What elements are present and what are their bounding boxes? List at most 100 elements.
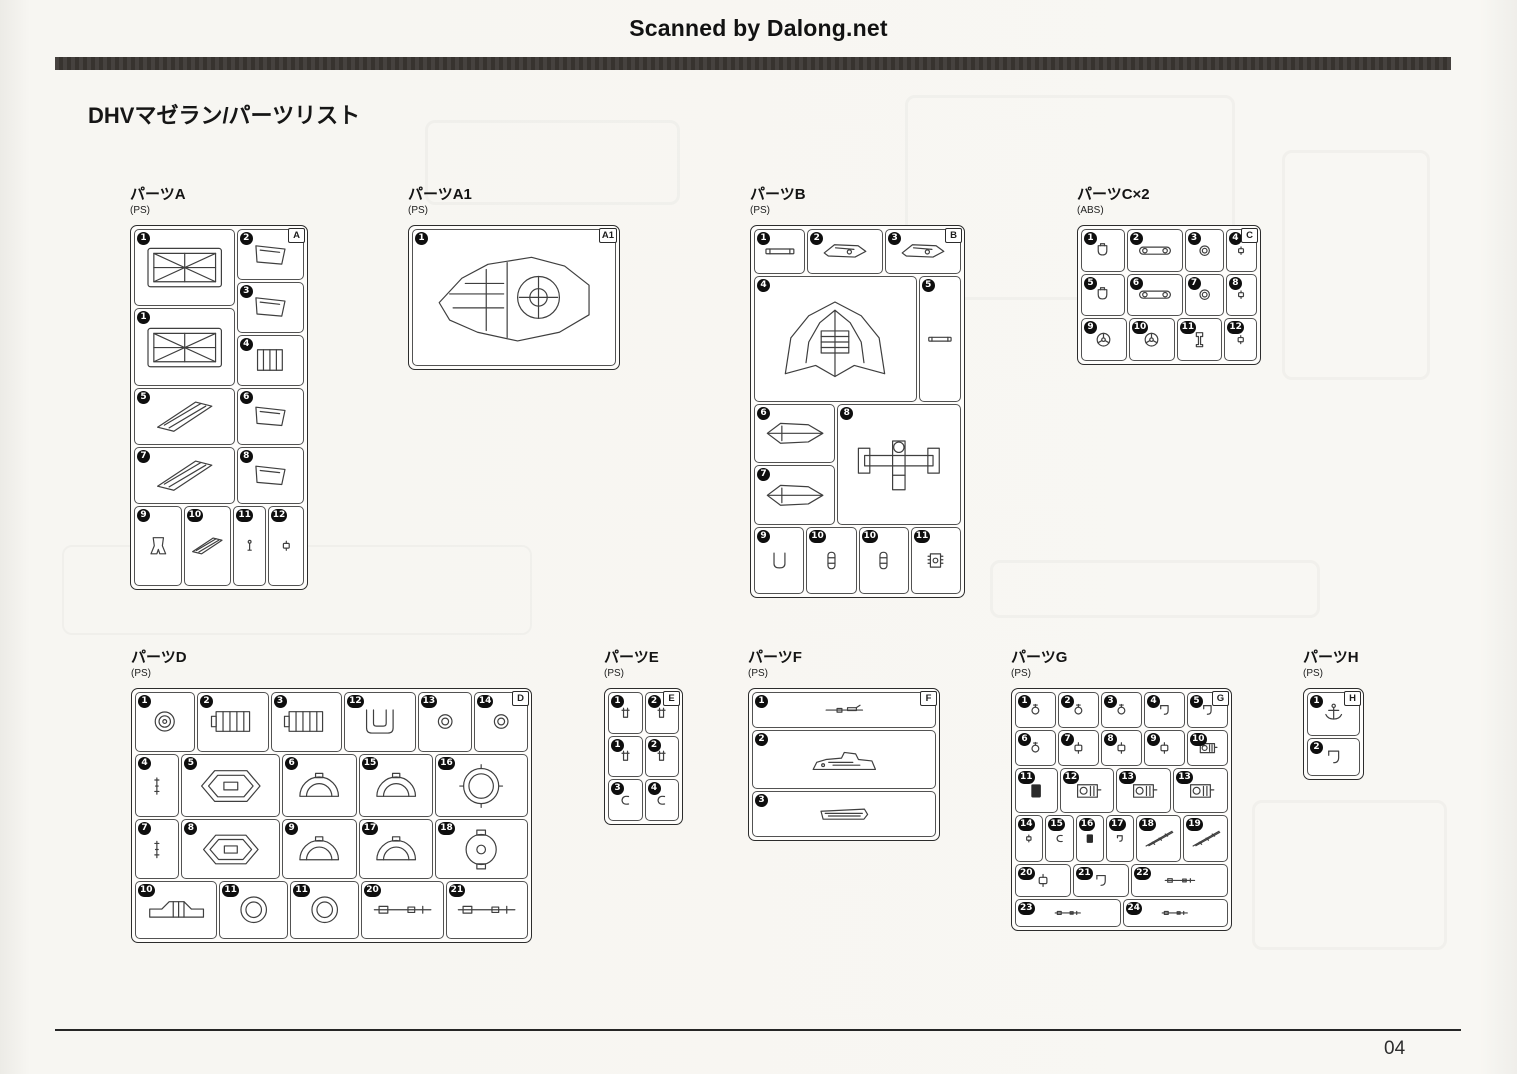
part-number-badge: 2 <box>647 695 661 708</box>
part-cell: 15 <box>358 753 434 818</box>
part-number-badge: 9 <box>1084 321 1097 335</box>
part-drawing <box>1082 275 1124 316</box>
part-cell: 11 <box>290 881 360 939</box>
part-drawing <box>1188 693 1227 727</box>
part-cell: 17 <box>358 819 434 880</box>
part-drawing <box>755 405 834 462</box>
bracketfin-part-icon <box>143 889 210 930</box>
part-number-badge: 12 <box>1227 321 1244 335</box>
part-drawing <box>135 448 234 503</box>
part-number-badge: 10 <box>861 529 879 543</box>
runner-band: 23 24 <box>1015 898 1228 927</box>
part-number-badge: 6 <box>285 756 299 770</box>
ringsm-part-icon <box>1190 236 1219 265</box>
part-number-badge: 2 <box>199 695 213 708</box>
rodh-part-icon <box>1024 904 1112 922</box>
part-number-badge: 9 <box>285 822 299 836</box>
part-drawing <box>755 466 834 523</box>
part-drawing <box>234 507 264 585</box>
part-number-badge: 3 <box>611 782 624 796</box>
octa-part-icon <box>190 828 272 871</box>
part-drawing <box>238 448 303 503</box>
part-number-badge: 8 <box>184 822 198 836</box>
part-cell: 1 <box>1015 692 1056 728</box>
part-drawing <box>1016 865 1070 895</box>
part-number-badge: 21 <box>448 884 466 898</box>
panel-part-icon <box>143 319 226 376</box>
fin-part-icon <box>143 396 226 437</box>
hooksm-part-icon <box>1313 744 1354 770</box>
part-number-badge: 8 <box>239 449 253 463</box>
part-number-badge: 6 <box>1018 732 1031 746</box>
part-cell: 19 <box>1183 815 1228 863</box>
part-cell: 9 <box>754 526 805 594</box>
runner-band: 1 <box>752 692 936 729</box>
part-cell: 14 <box>1015 815 1044 863</box>
part-cell: 12 <box>1059 767 1115 814</box>
part-cell: 16 <box>435 753 528 818</box>
upart-part-icon <box>351 700 409 743</box>
sprue-name: パーツE <box>604 649 659 666</box>
part-number-badge: 5 <box>137 390 150 404</box>
part-drawing <box>1186 230 1223 271</box>
slotbar-part-icon <box>1133 280 1177 309</box>
part-number-badge: 13 <box>420 695 438 708</box>
part-cell: 9 <box>1144 729 1185 766</box>
part-cell: 10 <box>135 881 218 939</box>
part-cell: 23 <box>1015 898 1121 927</box>
part-drawing <box>807 528 855 593</box>
wedge-part-icon <box>243 396 297 437</box>
shell-part-icon <box>762 412 828 455</box>
part-number-badge: 1 <box>611 738 624 752</box>
dome-part-icon <box>289 763 349 809</box>
sprue-label: パーツH(PS) <box>1303 646 1364 688</box>
sprue-material: (PS) <box>131 668 151 679</box>
part-cell: 10 <box>806 526 857 594</box>
fork-part-icon <box>649 699 674 728</box>
part-number-badge: 24 <box>1125 901 1143 915</box>
bleed-ghost <box>425 120 680 205</box>
part-drawing <box>1227 230 1256 271</box>
part-drawing <box>1308 693 1359 735</box>
sprue-label: パーツA1(PS) <box>408 183 620 225</box>
part-number-badge: 5 <box>184 756 198 770</box>
part-drawing <box>808 230 882 273</box>
tiny-part-icon <box>1019 822 1039 855</box>
part-cell: 13 <box>417 692 472 752</box>
part-cell: 1 <box>752 692 936 729</box>
part-number-badge: 7 <box>1061 732 1074 746</box>
part-cell: 10 <box>1187 729 1228 766</box>
part-drawing <box>238 336 303 385</box>
hullbow-part-icon <box>766 291 904 387</box>
part-number-badge: 1 <box>415 232 428 245</box>
part-cell: 1 <box>135 692 195 752</box>
part-drawing <box>1124 900 1228 926</box>
part-cell: 13 <box>1173 767 1228 814</box>
part-cell: 11 <box>910 526 961 594</box>
boxrib-part-icon <box>277 700 335 743</box>
boxrib-part-icon <box>204 700 262 743</box>
tiny-part-icon <box>1063 736 1094 760</box>
part-number-badge: 10 <box>186 508 204 522</box>
part-number-badge: 11 <box>1179 321 1197 335</box>
part-cell: 9 <box>1081 318 1127 362</box>
part-number-badge: 10 <box>1190 732 1207 746</box>
part-drawing <box>1308 739 1359 775</box>
part-drawing <box>182 820 279 878</box>
part-drawing <box>136 882 216 938</box>
pod-part-icon <box>812 536 851 585</box>
part-number-badge: 8 <box>840 407 854 421</box>
part-cell: 22 <box>1131 864 1229 897</box>
part-cell: 8 <box>837 404 961 525</box>
